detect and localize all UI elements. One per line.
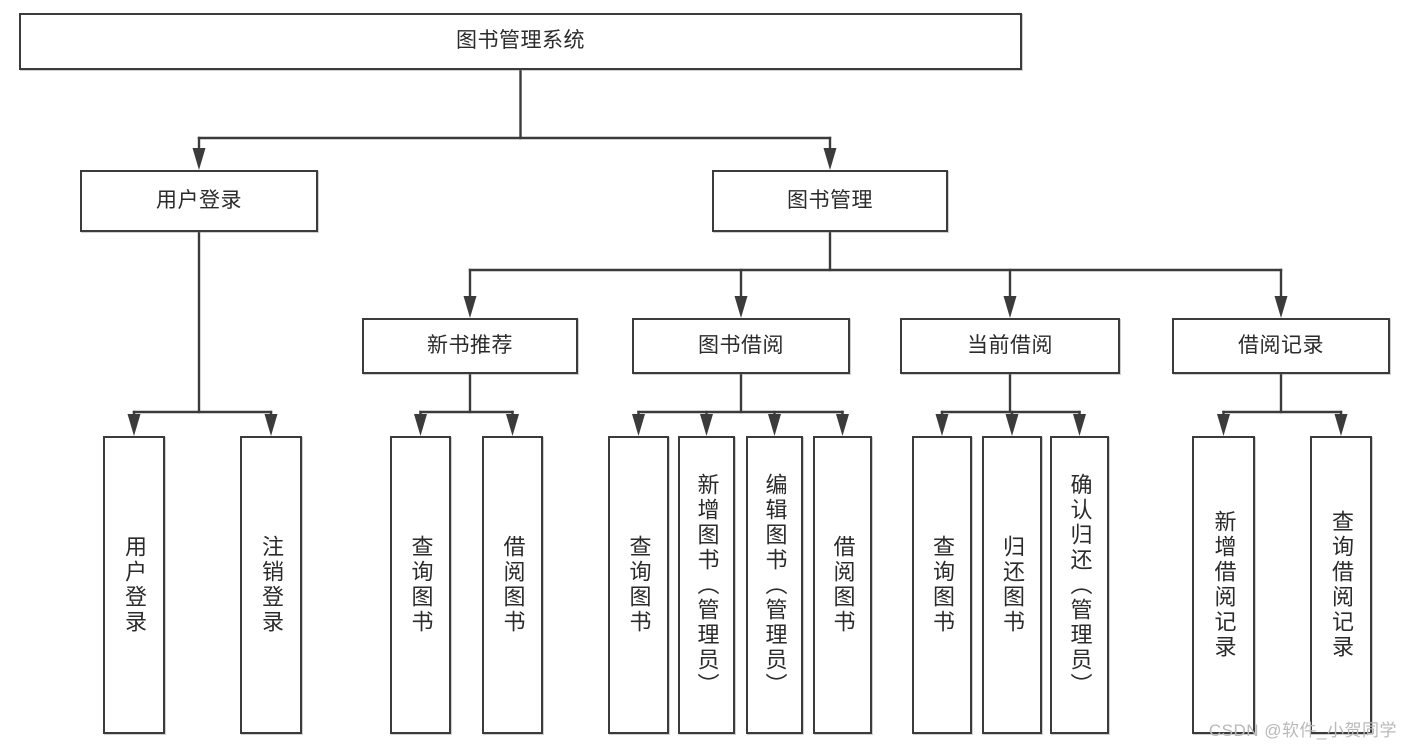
node-label: 借阅图书 [500, 535, 526, 635]
arrowhead-icon [1003, 296, 1017, 318]
node-label: 用户登录 [122, 535, 147, 635]
node-label: 注销登录 [259, 535, 284, 635]
watermark: CSDN @软件_小贺同学 [1208, 721, 1397, 740]
node-label: 确认归还（管理员） [1067, 472, 1093, 698]
node-l3-05[interactable]: 查询图书 [608, 436, 669, 734]
node-l3-09[interactable]: 查询图书 [912, 436, 972, 734]
node-l2-newbook[interactable]: 新书推荐 [362, 318, 578, 374]
node-l3-02[interactable]: 注销登录 [240, 436, 302, 734]
node-l2-record[interactable]: 借阅记录 [1172, 318, 1390, 374]
node-l3-06[interactable]: 新增图书（管理员） [678, 436, 735, 734]
node-l3-11[interactable]: 确认归还（管理员） [1050, 436, 1109, 734]
arrowhead-icon [463, 296, 477, 318]
arrowhead-icon [768, 414, 781, 436]
node-label: 查询图书 [930, 535, 955, 635]
arrowhead-icon [823, 148, 837, 170]
arrowhead-icon [127, 414, 141, 436]
node-label: 借阅记录 [1238, 333, 1324, 357]
node-l3-03[interactable]: 查询图书 [390, 436, 451, 734]
node-l3-04[interactable]: 借阅图书 [482, 436, 543, 734]
node-l3-12[interactable]: 新增借阅记录 [1192, 436, 1255, 734]
arrowhead-icon [414, 414, 427, 436]
arrowhead-icon [192, 148, 206, 170]
node-label: 查询借阅记录 [1329, 510, 1354, 660]
node-label: 新书推荐 [427, 333, 513, 357]
arrowhead-icon [1005, 414, 1019, 436]
node-label: 查询图书 [626, 535, 652, 635]
node-label: 用户登录 [156, 188, 242, 212]
arrowhead-icon [506, 414, 519, 436]
node-l3-08[interactable]: 借阅图书 [813, 436, 872, 734]
node-l3-13[interactable]: 查询借阅记录 [1310, 436, 1372, 734]
arrowhead-icon [734, 296, 748, 318]
arrowhead-icon [700, 414, 713, 436]
arrowhead-icon [836, 414, 849, 436]
node-l3-10[interactable]: 归还图书 [982, 436, 1042, 734]
node-label: 图书管理系统 [456, 29, 585, 53]
node-label: 查询图书 [408, 535, 434, 635]
node-l3-01[interactable]: 用户登录 [103, 436, 165, 734]
node-l3-07[interactable]: 编辑图书（管理员） [746, 436, 803, 734]
node-label: 借阅图书 [830, 535, 856, 635]
arrowhead-icon [1073, 414, 1086, 436]
node-label: 归还图书 [1000, 535, 1025, 635]
arrowhead-icon [1274, 296, 1288, 318]
node-label: 当前借阅 [967, 333, 1053, 357]
arrowhead-icon [935, 414, 949, 436]
node-l1-book[interactable]: 图书管理 [712, 170, 948, 232]
arrowhead-icon [632, 414, 645, 436]
node-label: 图书借阅 [698, 333, 784, 357]
node-label: 新增图书（管理员） [694, 472, 720, 698]
arrowhead-icon [1217, 414, 1230, 436]
node-label: 新增借阅记录 [1211, 510, 1237, 660]
arrowhead-icon [1334, 414, 1348, 436]
node-label: 图书管理 [787, 188, 873, 212]
arrowhead-icon [264, 414, 278, 436]
node-root[interactable]: 图书管理系统 [19, 13, 1022, 70]
node-l2-borrow[interactable]: 图书借阅 [632, 318, 850, 374]
node-l1-user[interactable]: 用户登录 [80, 170, 318, 232]
node-label: 编辑图书（管理员） [762, 472, 788, 698]
node-l2-current[interactable]: 当前借阅 [900, 318, 1120, 374]
